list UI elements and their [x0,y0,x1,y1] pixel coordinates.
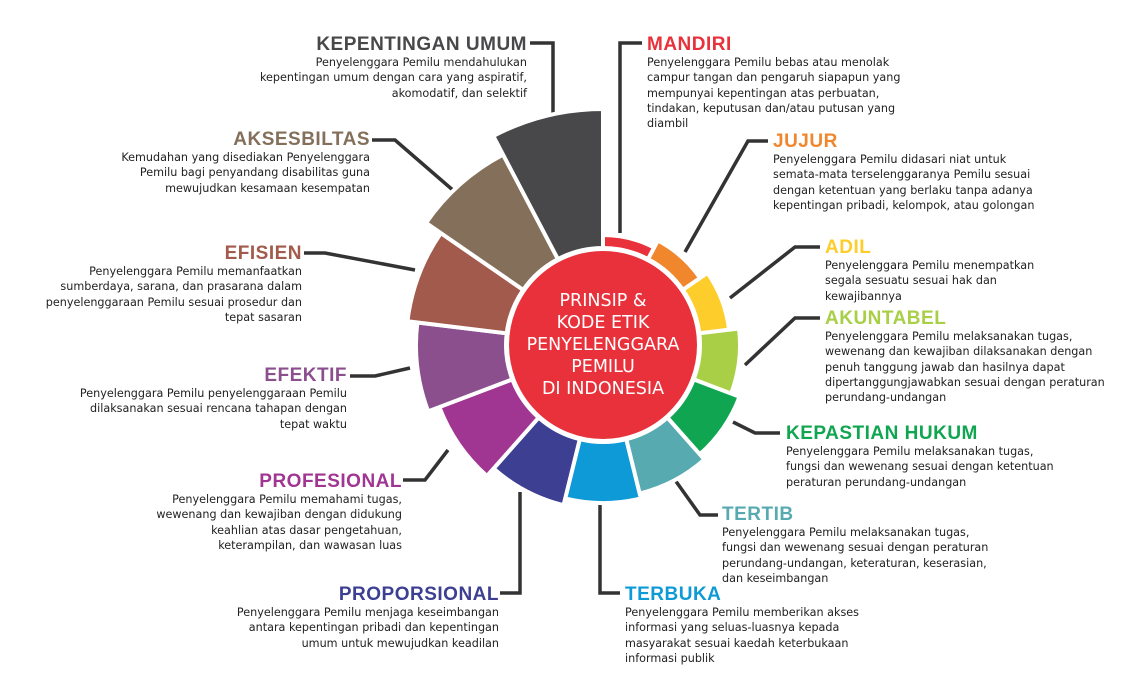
principle-desc: Penyelenggara Pemilu memanfaatkan sumber… [45,265,302,324]
leader-line-kepentingan-umum [530,41,555,138]
leader-line-tertib [673,478,718,517]
principle-desc: Penyelenggara Pemilu bebas atau menolak … [647,56,901,131]
leader-line-mandiri [618,41,642,233]
leader-line-proporsional [500,492,522,595]
principle-title: AKSESBILTAS [233,129,370,150]
principle-profesional: PROFESIONAL Penyelenggara Pemilu memaham… [140,472,402,553]
principle-title: EFEKTIF [264,365,347,386]
principle-title: AKUNTABEL [825,308,947,329]
leader-line-profesional [403,448,450,482]
leader-line-jujur [683,139,768,253]
principle-title: JUJUR [773,131,838,152]
center-line: PEMILU [571,357,635,377]
center-line: DI INDONESIA [541,379,665,399]
center-line: PRINSIP & [559,291,647,311]
principle-terbuka: TERBUKA Penyelenggara Pemilu memberikan … [625,585,875,666]
principle-desc: Penyelenggara Pemilu melaksanakan tugas,… [825,330,1105,405]
principle-title: MANDIRI [647,34,732,55]
center-circle [505,247,701,443]
principle-kepastian-hukum: KEPASTIAN HUKUM Penyelenggara Pemilu mel… [786,424,1056,490]
principle-desc: Penyelenggara Pemilu didasari niat untuk… [773,153,1035,212]
leader-line-terbuka [598,505,620,595]
principle-title: TERBUKA [625,584,722,605]
principle-title: TERTIB [722,504,794,525]
principle-title: ADIL [825,237,872,258]
principle-mandiri: MANDIRI Penyelenggara Pemilu bebas atau … [647,35,917,131]
leader-line-adil [728,245,820,300]
principle-title: PROFESIONAL [259,471,402,492]
principle-efektif: EFEKTIF Penyelenggara Pemilu penyelengga… [70,366,347,432]
principle-desc: Kemudahan yang disediakan Penyelenggara … [121,151,370,195]
leader-line-efektif [350,366,411,378]
principle-tertib: TERTIB Penyelenggara Pemilu melaksanakan… [722,505,997,586]
leader-line-akuntabel [743,316,820,367]
principle-efisien: EFISIEN Penyelenggara Pemilu memanfaatka… [40,244,302,325]
principle-title: KEPASTIAN HUKUM [786,423,978,444]
principle-desc: Penyelenggara Pemilu melaksanakan tugas,… [786,445,1054,489]
center-line: PENYELENGGARA [526,335,680,355]
principle-title: KEPENTINGAN UMUM [316,34,527,55]
principle-desc: Penyelenggara Pemilu melaksanakan tugas,… [722,526,989,585]
leader-line-efisien [304,251,416,272]
leader-line-kepastian-hukum [732,420,780,435]
principle-aksesibilitas: AKSESBILTAS Kemudahan yang disediakan Pe… [85,130,370,196]
principle-akuntabel: AKUNTABEL Penyelenggara Pemilu melaksana… [825,309,1110,405]
principle-desc: Penyelenggara Pemilu menempatkan segala … [825,259,1035,303]
principle-adil: ADIL Penyelenggara Pemilu menempatkan se… [825,238,1055,304]
principle-proporsional: PROPORSIONAL Penyelenggara Pemilu menjag… [227,585,499,651]
center-line: KODE ETIK [556,313,650,333]
leader-line-aksesibilitas [372,138,464,200]
principle-kepentingan-umum: KEPENTINGAN UMUM Penyelenggara Pemilu me… [245,35,527,101]
principle-desc: Penyelenggara Pemilu mendahulukan kepent… [259,56,527,100]
principle-desc: Penyelenggara Pemilu memberikan akses in… [625,606,859,665]
center-title: PRINSIP & KODE ETIK PENYELENGGARA PEMILU… [508,250,698,440]
principle-desc: Penyelenggara Pemilu memahami tugas, wew… [156,493,402,552]
principle-title: EFISIEN [224,243,302,264]
principle-title: PROPORSIONAL [338,584,499,605]
principle-desc: Penyelenggara Pemilu menjaga keseimbanga… [236,606,499,650]
principle-jujur: JUJUR Penyelenggara Pemilu didasari niat… [773,132,1053,213]
principle-desc: Penyelenggara Pemilu penyelenggaraan Pem… [79,387,347,431]
